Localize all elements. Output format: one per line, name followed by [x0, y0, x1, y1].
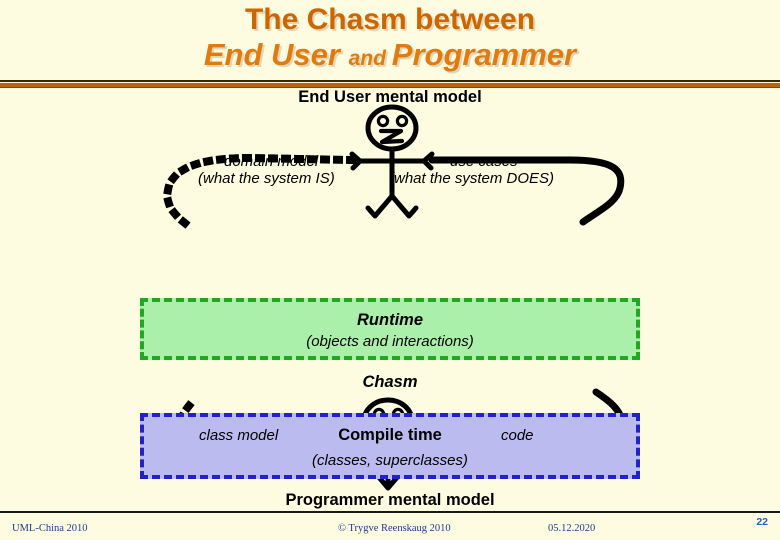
compile-time-subtitle: (classes, superclasses) [312, 452, 468, 469]
title-end-user: End User [203, 37, 349, 72]
page-title: The Chasm between End User and Programme… [0, 2, 780, 71]
runtime-box: Runtime (objects and interactions) [140, 298, 640, 360]
domain-model-connector [163, 153, 357, 230]
footer-conference: UML-China 2010 [12, 523, 88, 534]
divider-thin-line [0, 87, 780, 88]
domain-model-label: domain model [224, 153, 319, 170]
slide-page-number: 22 [756, 516, 768, 528]
title-line-1: The Chasm between [244, 3, 536, 36]
use-cases-connector [428, 156, 625, 226]
title-line-2: End User and Programmer [0, 39, 780, 70]
footer-copyright: © Trygve Reenskaug 2010 [338, 523, 451, 534]
title-divider [0, 80, 780, 88]
runtime-title: Runtime [357, 311, 423, 329]
code-label: code [501, 427, 534, 444]
use-cases-sublabel: (what the system DOES) [389, 170, 555, 187]
title-programmer: Programmer [391, 37, 577, 72]
runtime-subtitle: (objects and interactions) [306, 333, 474, 350]
chasm-label: Chasm [362, 373, 418, 391]
divider-orange-line [0, 83, 780, 87]
footer-date: 05.12.2020 [548, 523, 596, 534]
title-conjunction: and [348, 47, 392, 70]
slide-footer: UML-China 2010 © Trygve Reenskaug 2010 0… [0, 516, 780, 540]
use-cases-label: use cases [450, 153, 518, 170]
end-user-mental-model-heading: End User mental model [298, 88, 482, 106]
compile-time-title: Compile time [338, 426, 442, 444]
divider-dark-line [0, 80, 780, 82]
chasm-diagram: End User mental model domain model (what… [0, 88, 780, 509]
programmer-mental-model-heading: Programmer mental model [285, 491, 495, 509]
compile-time-box: Compile time (classes, superclasses) [140, 413, 640, 479]
class-model-label: class model [199, 427, 279, 444]
footer-divider [0, 511, 780, 513]
domain-model-sublabel: (what the system IS) [198, 170, 335, 187]
end-user-figure [349, 104, 435, 219]
